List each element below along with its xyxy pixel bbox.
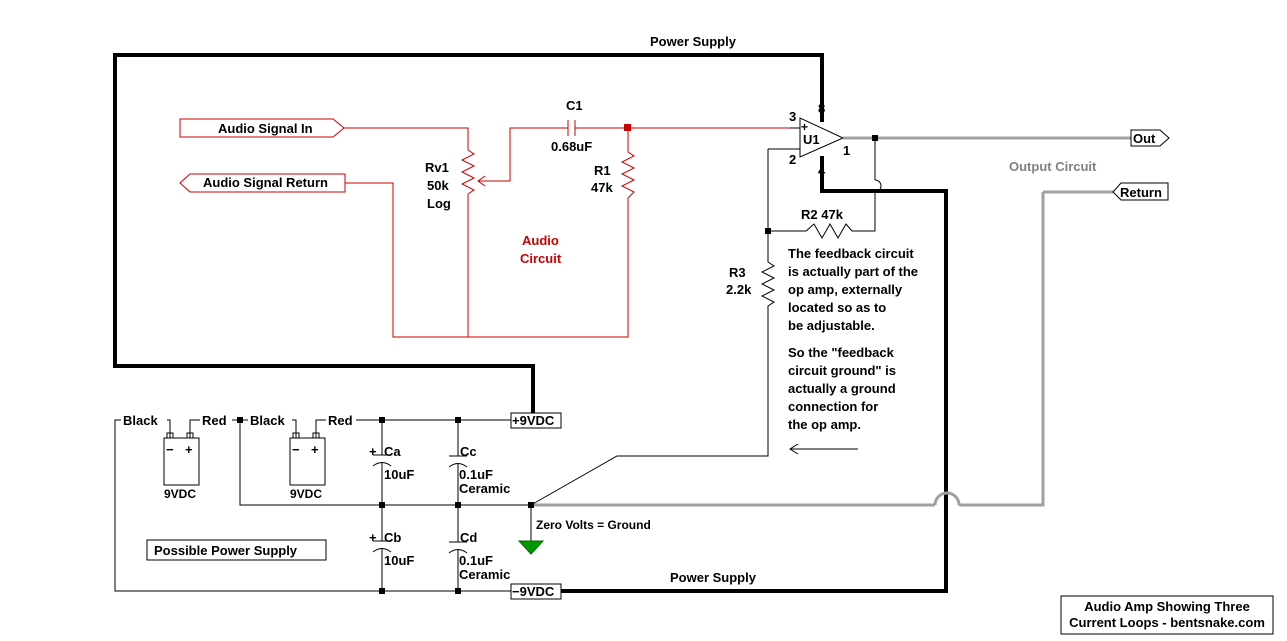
- cc-value: 0.1uF: [459, 467, 493, 482]
- audio-circuit-label-1: Audio: [522, 233, 559, 248]
- u1-plus-sign: +: [801, 120, 808, 134]
- left-arrow-icon: [789, 443, 858, 455]
- return-connector: [1112, 182, 1169, 201]
- note1-line: The feedback circuit: [788, 246, 914, 261]
- r3-name: R3: [729, 265, 746, 280]
- battery-1-icon: − +: [163, 432, 200, 486]
- pin-4-label: 4: [818, 163, 826, 178]
- possible-power-supply-label: Possible Power Supply: [154, 543, 298, 558]
- return-label: Return: [1120, 185, 1162, 200]
- c1-name: C1: [566, 98, 583, 113]
- cb-plus: +: [369, 530, 377, 545]
- title-block: [1060, 595, 1274, 635]
- u1-op-amp: [768, 117, 845, 158]
- pos9-tag: [510, 412, 562, 429]
- cd-name: Cd: [460, 530, 477, 545]
- red-1-label: Red: [202, 413, 227, 428]
- cc-name: Cc: [460, 444, 477, 459]
- battery-1-label: 9VDC: [164, 487, 196, 501]
- r2-label: R2 47k: [801, 207, 844, 222]
- power-supply-loop: [113, 53, 948, 593]
- rv1-taper: Log: [427, 196, 451, 211]
- battery-2-icon: − +: [289, 432, 326, 486]
- red-2-label: Red: [328, 413, 353, 428]
- rv1-potentiometer: [344, 127, 568, 337]
- note1-line: op amp, externally: [788, 282, 903, 297]
- ca-plus: +: [369, 444, 377, 459]
- c1-value: 0.68uF: [551, 139, 592, 154]
- note2-line: circuit ground" is: [788, 363, 896, 378]
- battery-2-plus: +: [311, 442, 319, 457]
- cc-capacitor: [448, 420, 468, 505]
- u1-name: U1: [803, 132, 820, 147]
- note2-line: the op amp.: [788, 417, 861, 432]
- ca-name: Ca: [384, 444, 401, 459]
- battery-1-plus: +: [185, 442, 193, 457]
- battery-2-label: 9VDC: [290, 487, 322, 501]
- cb-name: Cb: [384, 530, 401, 545]
- audio-circuit-label-2: Circuit: [520, 251, 562, 266]
- black-1-label: Black: [123, 413, 158, 428]
- rv1-value: 50k: [427, 178, 449, 193]
- note2-line: So the "feedback: [788, 345, 895, 360]
- cd-type: Ceramic: [459, 567, 510, 582]
- battery-2-minus: −: [292, 442, 300, 457]
- ca-capacitor: [372, 420, 392, 505]
- r1-value: 47k: [591, 180, 613, 195]
- cb-value: 10uF: [384, 553, 414, 568]
- r1-name: R1: [594, 163, 611, 178]
- cc-type: Ceramic: [459, 481, 510, 496]
- audio-signal-in-label: Audio Signal In: [218, 121, 313, 136]
- output-circuit: [531, 136, 1131, 507]
- cd-capacitor: [448, 505, 468, 591]
- feedback-network: [530, 135, 882, 506]
- audio-return-wire: [345, 182, 629, 338]
- pin-8-label: 8: [818, 101, 825, 116]
- note1-line: is actually part of the: [788, 264, 918, 279]
- title-line-1: Audio Amp Showing Three: [1084, 599, 1250, 614]
- r1-resistor: [620, 128, 636, 199]
- power-supply-top-label: Power Supply: [650, 34, 737, 49]
- feedback-note: The feedback circuit is actually part of…: [788, 246, 918, 432]
- audio-signal-return-label: Audio Signal Return: [203, 175, 328, 190]
- rv1-name: Rv1: [425, 160, 449, 175]
- battery-1-minus: −: [166, 442, 174, 457]
- out-connector: [1130, 129, 1170, 147]
- power-supply-bottom-label: Power Supply: [670, 570, 757, 585]
- ca-value: 10uF: [384, 467, 414, 482]
- title-line-2: Current Loops - bentsnake.com: [1069, 615, 1265, 630]
- black-2-label: Black: [250, 413, 285, 428]
- neg9-label: −9VDC: [512, 584, 555, 599]
- output-circuit-label: Output Circuit: [1009, 159, 1097, 174]
- note2-line: actually a ground: [788, 381, 896, 396]
- cd-value: 0.1uF: [459, 553, 493, 568]
- pin-3-label: 3: [789, 109, 796, 124]
- possible-power-supply-box: [146, 539, 327, 561]
- cb-capacitor: [372, 505, 392, 591]
- note1-line: be adjustable.: [788, 318, 875, 333]
- neg9-tag: [510, 583, 562, 600]
- c1-capacitor: [567, 120, 790, 136]
- ground-icon: [517, 505, 545, 555]
- pos9-label: +9VDC: [512, 413, 555, 428]
- out-label: Out: [1133, 131, 1156, 146]
- pin-1-label: 1: [843, 143, 850, 158]
- audio-input-connector: [179, 118, 345, 138]
- note1-line: located so as to: [788, 300, 886, 315]
- audio-return-connector: [179, 173, 346, 193]
- r3-value: 2.2k: [726, 282, 752, 297]
- note2-line: connection for: [788, 399, 878, 414]
- ground-label: Zero Volts = Ground: [536, 518, 651, 532]
- pin-2-label: 2: [789, 152, 796, 167]
